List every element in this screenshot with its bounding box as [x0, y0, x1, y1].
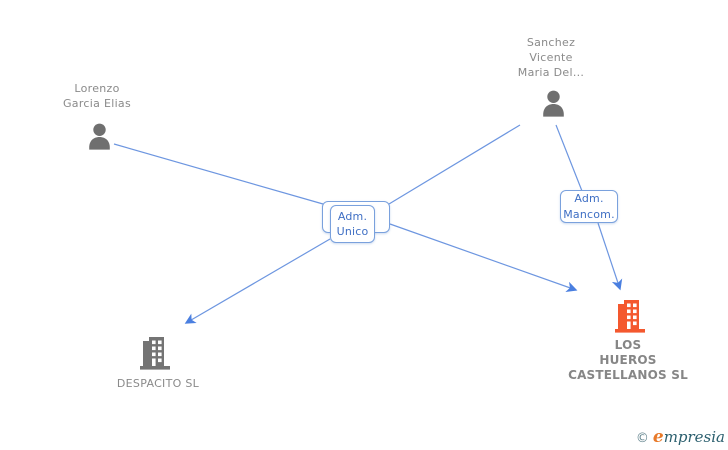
- logo-initial: e: [652, 427, 664, 447]
- edge-admmancom-loshueros: [597, 222, 623, 291]
- person-lorenzo-node[interactable]: [86, 123, 113, 154]
- company-despacito-node[interactable]: [140, 336, 170, 374]
- edge-sanchez-admmancom: [555, 124, 583, 192]
- copyright-icon: ©: [635, 431, 649, 446]
- person-icon: [89, 123, 110, 150]
- edge-admunico-despacito: [184, 238, 331, 324]
- person-icon: [543, 90, 564, 117]
- relation-adm-unico[interactable]: Adm. Unico: [330, 205, 375, 243]
- edge-lorenzo-admunico: [113, 143, 324, 205]
- building-icon: [615, 300, 645, 333]
- person-sanchez-node[interactable]: [540, 90, 567, 121]
- empresia-logo[interactable]: © e mpresia: [636, 427, 725, 447]
- edge-admunico-loshueros: [389, 223, 578, 292]
- person-lorenzo-label[interactable]: Lorenzo Garcia Elias: [62, 82, 132, 110]
- edge-sanchez-admunico: [388, 124, 521, 205]
- logo-text: mpresia: [663, 428, 725, 446]
- company-despacito-label[interactable]: DESPACITO SL: [116, 377, 200, 390]
- relation-adm-mancom[interactable]: Adm. Mancom.: [560, 190, 618, 223]
- building-icon: [140, 337, 170, 370]
- person-sanchez-label[interactable]: Sanchez Vicente Maria Del...: [517, 36, 585, 79]
- company-loshueros-node[interactable]: [615, 299, 645, 337]
- company-loshueros-label[interactable]: LOS HUEROS CASTELLANOS SL: [568, 338, 688, 382]
